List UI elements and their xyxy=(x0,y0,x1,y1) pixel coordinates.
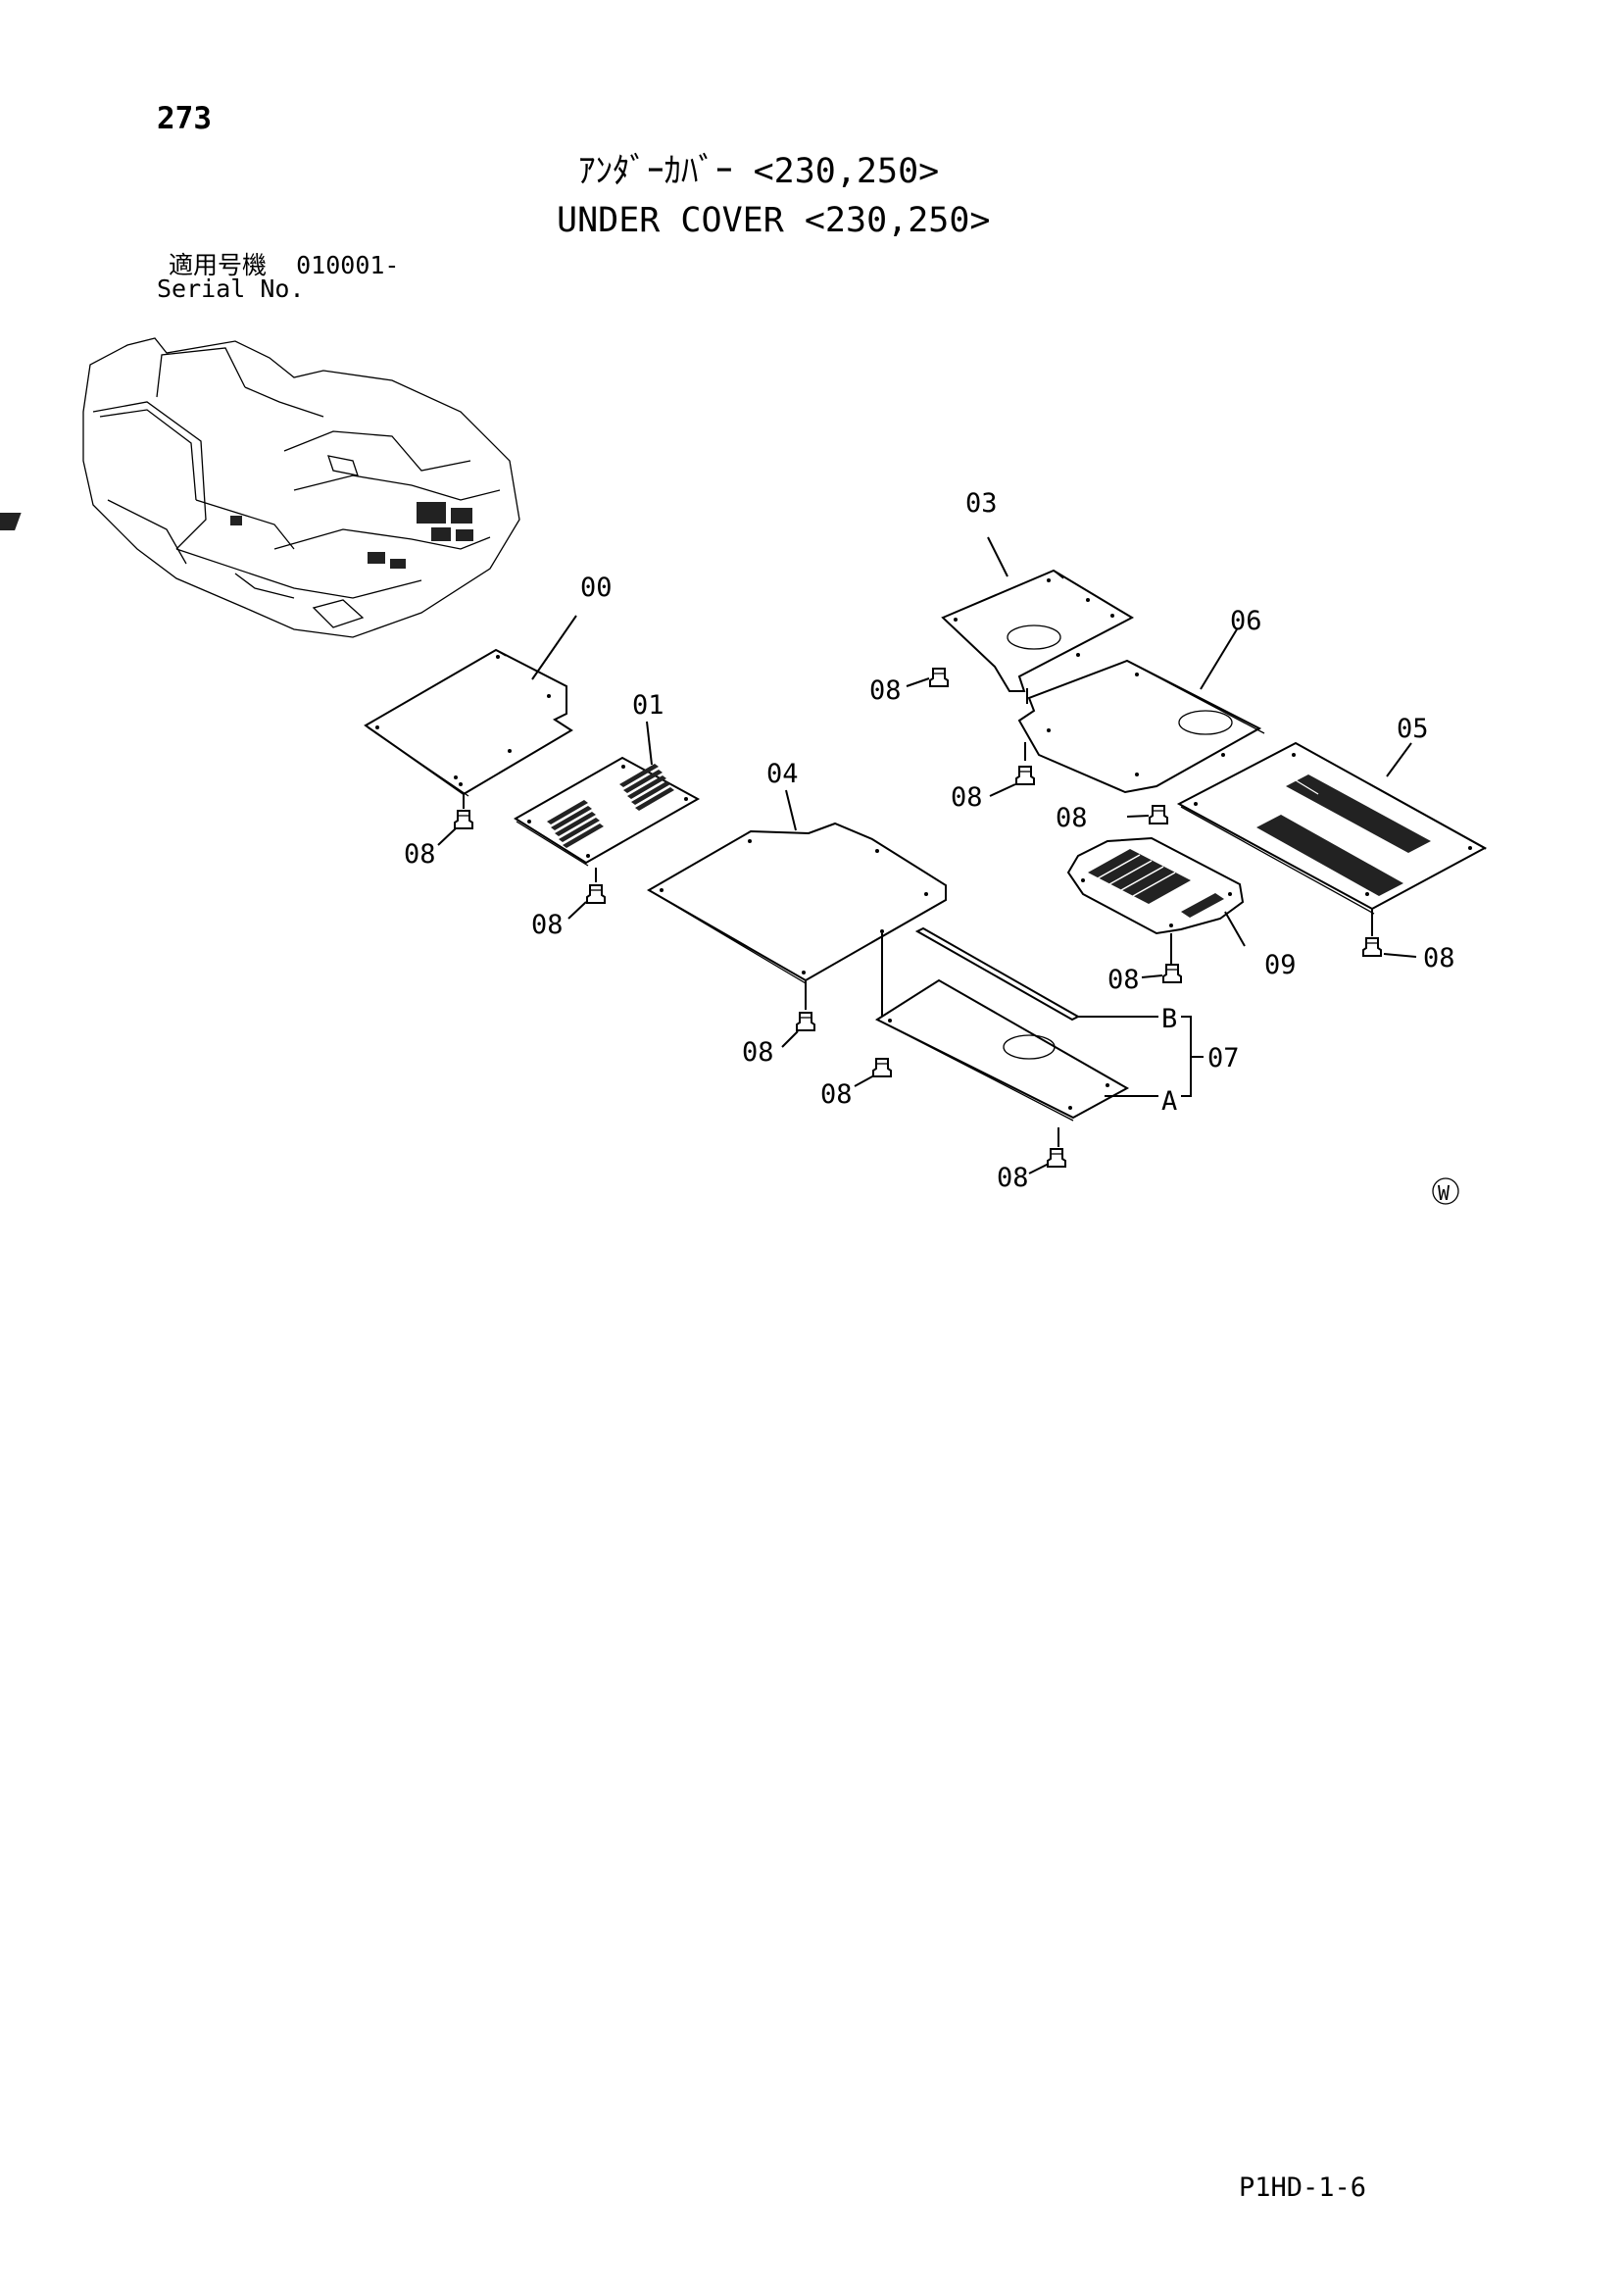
callout-08: 08 xyxy=(820,1079,853,1110)
part-09-vented-plate xyxy=(1066,836,1246,964)
callout-08: 08 xyxy=(742,1037,774,1068)
part-03-cover-plate xyxy=(941,536,1135,704)
callout-08: 08 xyxy=(1107,965,1140,995)
part-06-cover-plate xyxy=(1017,628,1265,794)
callout-03: 03 xyxy=(965,488,998,519)
excavator-overview-icon xyxy=(0,337,520,638)
exploded-parts-diagram: 00 01 03 04 05 06 07 09 B A 08 08 08 08 … xyxy=(0,337,1488,1205)
document-code: P1HD-1-6 xyxy=(1239,2172,1367,2203)
callout-00: 00 xyxy=(580,573,613,603)
callout-a: A xyxy=(1161,1086,1177,1117)
bolt-icon xyxy=(454,668,1382,1168)
callout-08: 08 xyxy=(1056,803,1088,833)
callout-06: 06 xyxy=(1230,606,1262,636)
serial-label-jp: 適用号機 xyxy=(169,251,268,279)
serial-line-japanese: 適用号機 010001- xyxy=(169,253,399,277)
part-04-cover-plate xyxy=(646,789,947,1020)
callout-04: 04 xyxy=(766,759,799,789)
w-mark-icon xyxy=(1432,1177,1459,1205)
callout-08: 08 xyxy=(869,675,902,706)
callout-08: 08 xyxy=(1423,943,1455,973)
serial-value: 010001- xyxy=(296,251,400,279)
callout-09: 09 xyxy=(1264,950,1297,980)
callout-08: 08 xyxy=(997,1163,1029,1193)
serial-label-english: Serial No. xyxy=(157,275,305,303)
title-japanese: ｱﾝﾀﾞｰｶﾊﾞｰ <230,250> xyxy=(578,152,940,191)
callout-07: 07 xyxy=(1207,1043,1240,1073)
callout-08: 08 xyxy=(951,782,983,813)
part-01-vented-plate xyxy=(514,721,701,882)
part-05-vented-plate xyxy=(1176,741,1488,936)
page-number: 273 xyxy=(157,101,212,136)
callout-08: 08 xyxy=(404,839,436,870)
callout-01: 01 xyxy=(632,690,664,721)
callout-b: B xyxy=(1161,1004,1177,1034)
title-english: UNDER COVER <230,250> xyxy=(557,201,991,240)
callout-08: 08 xyxy=(531,910,564,940)
w-mark-letter: W xyxy=(1438,1181,1451,1205)
bolt-leader-lines xyxy=(437,677,1417,1174)
part-07-cover-assembly xyxy=(874,926,1204,1147)
part-00-cover-plate xyxy=(364,615,577,809)
callout-05: 05 xyxy=(1397,714,1429,744)
